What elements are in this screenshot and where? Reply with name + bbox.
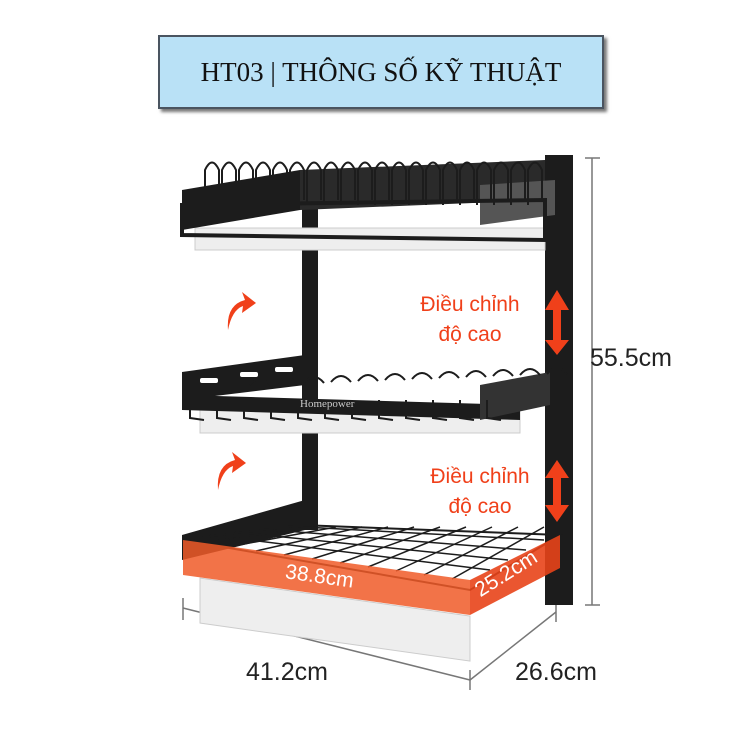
adjust-label-line2: độ cao xyxy=(438,323,502,346)
adjust-label-line1: Điều chỉnh xyxy=(420,293,520,316)
adjust-label-line2: độ cao xyxy=(448,495,512,518)
adjust-height-label-top: Điều chỉnh độ cao xyxy=(400,290,540,350)
height-dimension: 55.5cm xyxy=(590,344,672,372)
brand-label: Homepower xyxy=(300,398,355,410)
adjust-label-line1: Điều chỉnh xyxy=(430,465,530,488)
depth-dimension: 26.6cm xyxy=(515,658,597,686)
bottom-shelf xyxy=(182,500,564,662)
basket-depth-highlight xyxy=(470,535,560,615)
adjust-height-label-bottom: Điều chỉnh độ cao xyxy=(410,462,550,522)
basket-width-highlight xyxy=(183,540,470,615)
middle-shelf xyxy=(182,355,568,434)
left-post xyxy=(302,170,318,530)
adjust-arrows xyxy=(217,290,569,522)
title-banner: HT03 | THÔNG SỐ KỸ THUẬT xyxy=(158,35,604,109)
top-shelf xyxy=(180,160,555,251)
title-text: HT03 | THÔNG SỐ KỸ THUẬT xyxy=(200,56,562,87)
width-dimension: 41.2cm xyxy=(246,658,328,686)
